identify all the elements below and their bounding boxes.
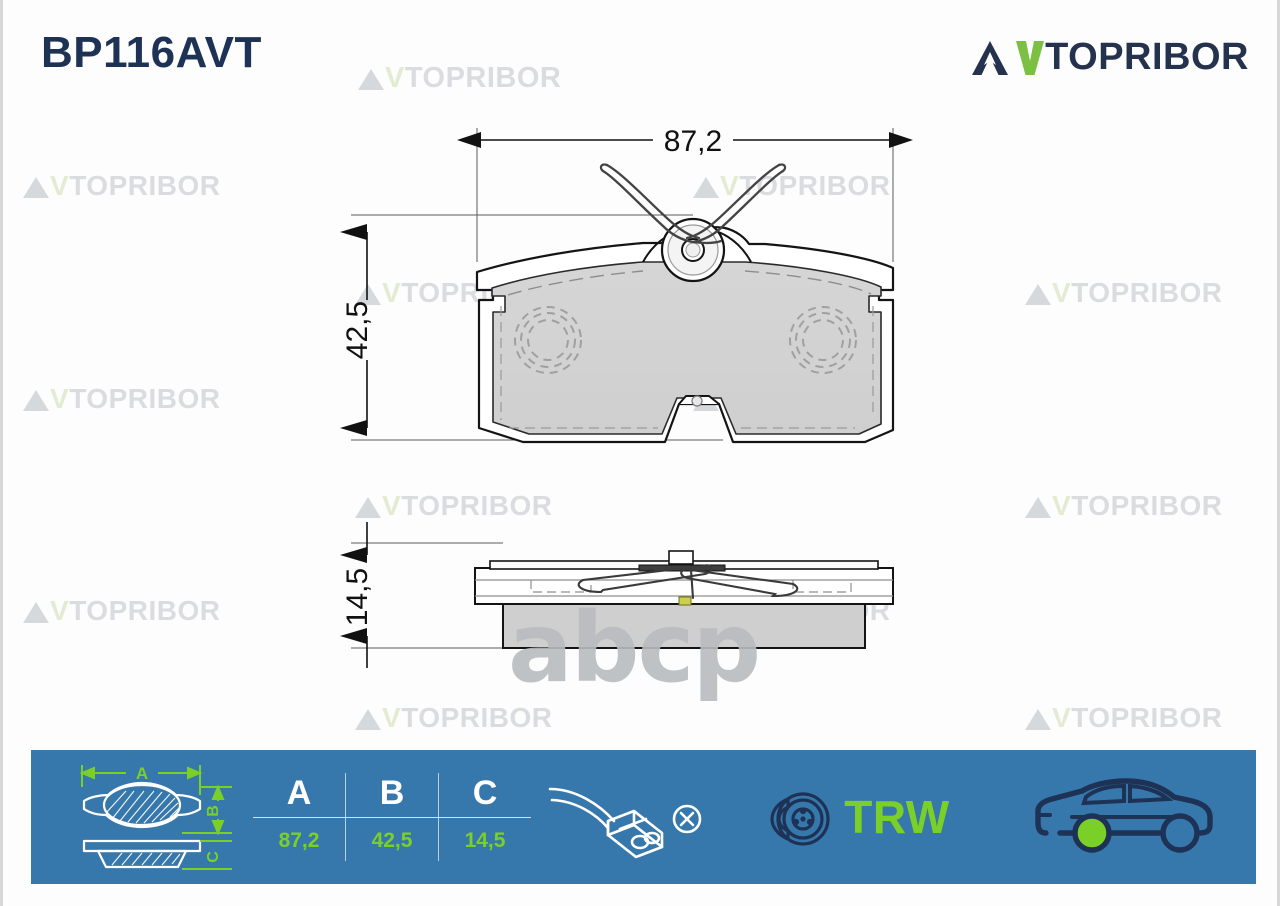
circle-x-icon (672, 804, 702, 834)
dimension-value-c: 14,5 (464, 829, 506, 852)
brake-pad-side-view (474, 550, 894, 649)
dimension-table-rule (253, 817, 531, 818)
avtopribor-v-mark-icon (1016, 40, 1045, 75)
supplier-badge: TRW (723, 750, 993, 884)
pad-diagram-label-a: A (136, 764, 148, 783)
dimension-height-label: 42,5 (341, 301, 374, 359)
dimension-table: A 87,2 B 42,5 C 14,5 (253, 750, 531, 884)
axle-position-indicator (993, 750, 1256, 884)
brand-logo: TOPRIBOR (971, 36, 1249, 79)
wear-sensor-indicator (531, 750, 723, 884)
dimension-letter-a: A (286, 774, 312, 812)
dimension-column-a: A 87,2 (253, 769, 345, 865)
technical-drawing: 87,2 42,5 14,5 (339, 125, 913, 668)
dimension-divider (438, 773, 439, 861)
dimension-column-b: B 42,5 (346, 769, 438, 865)
dimension-column-c: C 14,5 (439, 769, 531, 865)
dimension-value-b: 42,5 (371, 829, 413, 852)
front-wheel (1159, 813, 1200, 853)
rivet-mark-left (514, 306, 582, 374)
car-side-icon (1034, 778, 1213, 853)
dimension-divider (345, 773, 346, 861)
pad-dimension-diagram: A B C (31, 750, 253, 884)
brake-disc-caliper-icon (770, 792, 830, 846)
brand-name: TOPRIBOR (1045, 36, 1249, 78)
dimension-width-label: 87,2 (664, 125, 722, 158)
spec-info-bar: A B C (31, 750, 1256, 884)
rear-wheel-highlighted (1071, 813, 1112, 853)
brake-pad-front-view (475, 163, 895, 444)
rivet-mark-right (789, 306, 857, 374)
pad-diagram-label-b: B (205, 805, 222, 817)
supplier-name: TRW (844, 791, 950, 843)
spring-clip-side (577, 564, 799, 600)
pad-diagram-label-c: C (205, 851, 222, 863)
spring-clip (599, 163, 787, 245)
part-number-title: BP116AVT (41, 28, 262, 77)
wear-sensor-connector-icon (548, 787, 664, 859)
dimension-thickness-label: 14,5 (341, 568, 374, 626)
dimension-letter-b: B (379, 774, 405, 812)
avtopribor-a-mark-icon (972, 40, 1009, 75)
dimension-letter-c: C (472, 774, 498, 812)
dimension-value-a: 87,2 (278, 829, 320, 852)
